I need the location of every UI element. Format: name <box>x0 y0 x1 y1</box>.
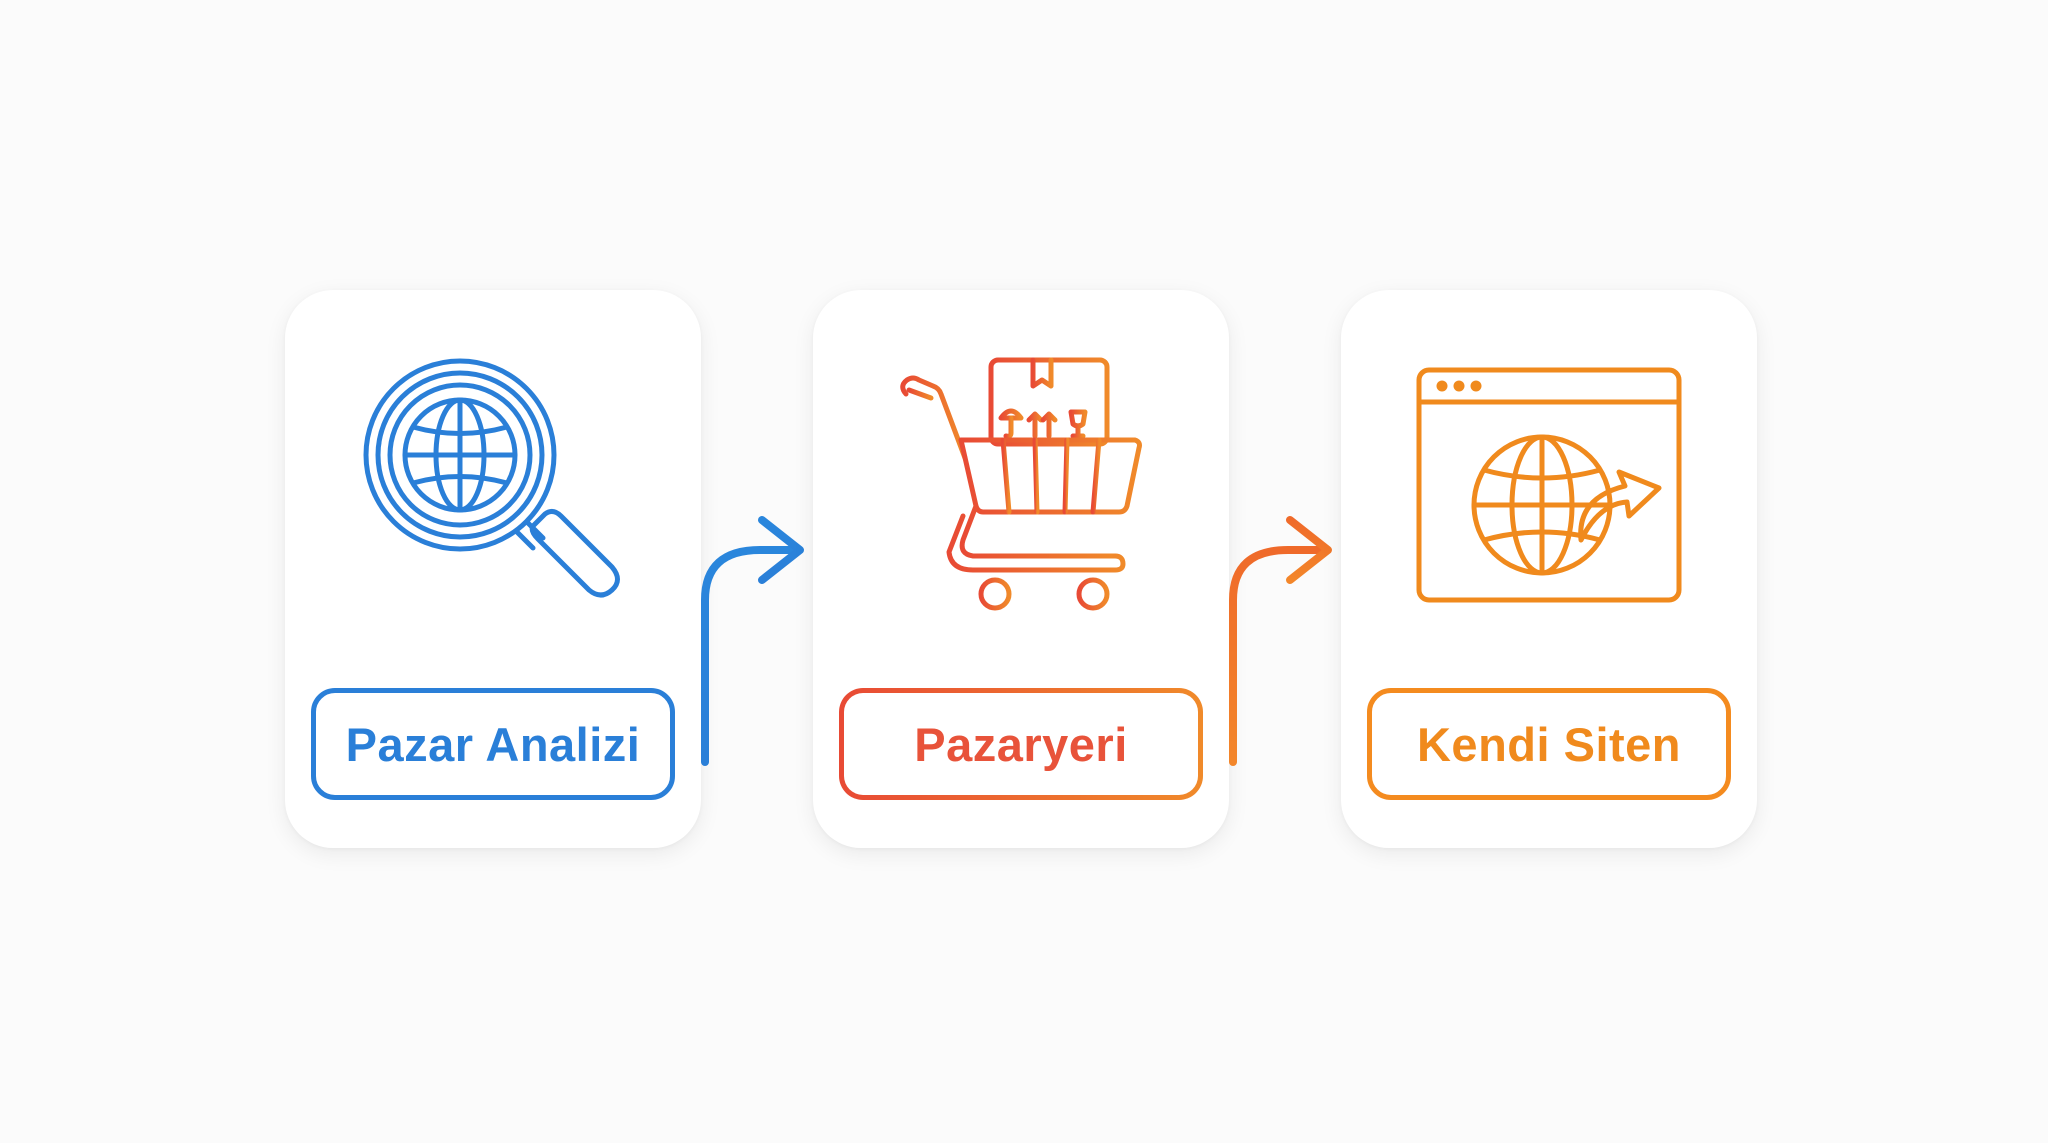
step-card-own-site: Kendi Siten <box>1341 290 1757 848</box>
step-card-marketplace: Pazaryeri <box>813 290 1229 848</box>
step-label-marketplace: Pazaryeri <box>839 688 1203 800</box>
connector-arrow-2 <box>1229 516 1332 766</box>
step-card-market-analysis: Pazar Analizi <box>285 290 701 848</box>
globe-magnifier-icon <box>363 358 620 598</box>
step-label-market-analysis: Pazar Analizi <box>311 688 675 800</box>
step-label-own-site: Kendi Siten <box>1367 688 1731 800</box>
browser-globe-icon <box>1416 367 1682 603</box>
connector-arrow-1 <box>701 516 804 766</box>
shopping-cart-icon <box>900 357 1142 611</box>
